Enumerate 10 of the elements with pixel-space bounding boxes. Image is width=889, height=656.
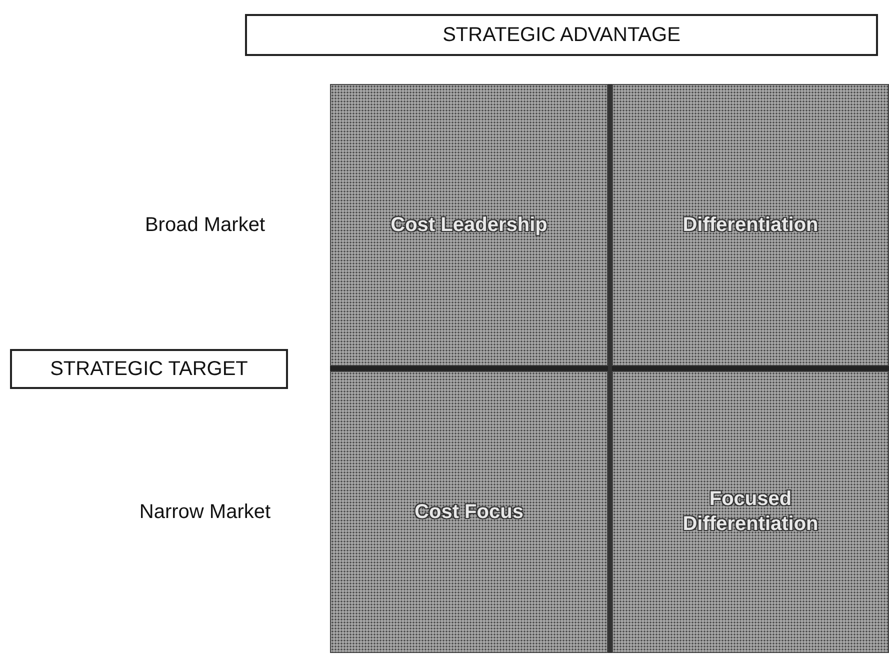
quadrant-box <box>612 84 889 366</box>
quadrant-box <box>330 371 608 653</box>
quadrant-box <box>612 371 889 653</box>
header-text: STRATEGIC TARGET <box>50 357 248 382</box>
header-box <box>10 349 288 389</box>
row-label: Broad Market <box>144 213 266 238</box>
quadrant-box <box>330 84 608 366</box>
header-text: STRATEGIC ADVANTAGE <box>442 23 680 48</box>
header-box <box>245 14 878 56</box>
row-label: Narrow Market <box>138 500 272 525</box>
